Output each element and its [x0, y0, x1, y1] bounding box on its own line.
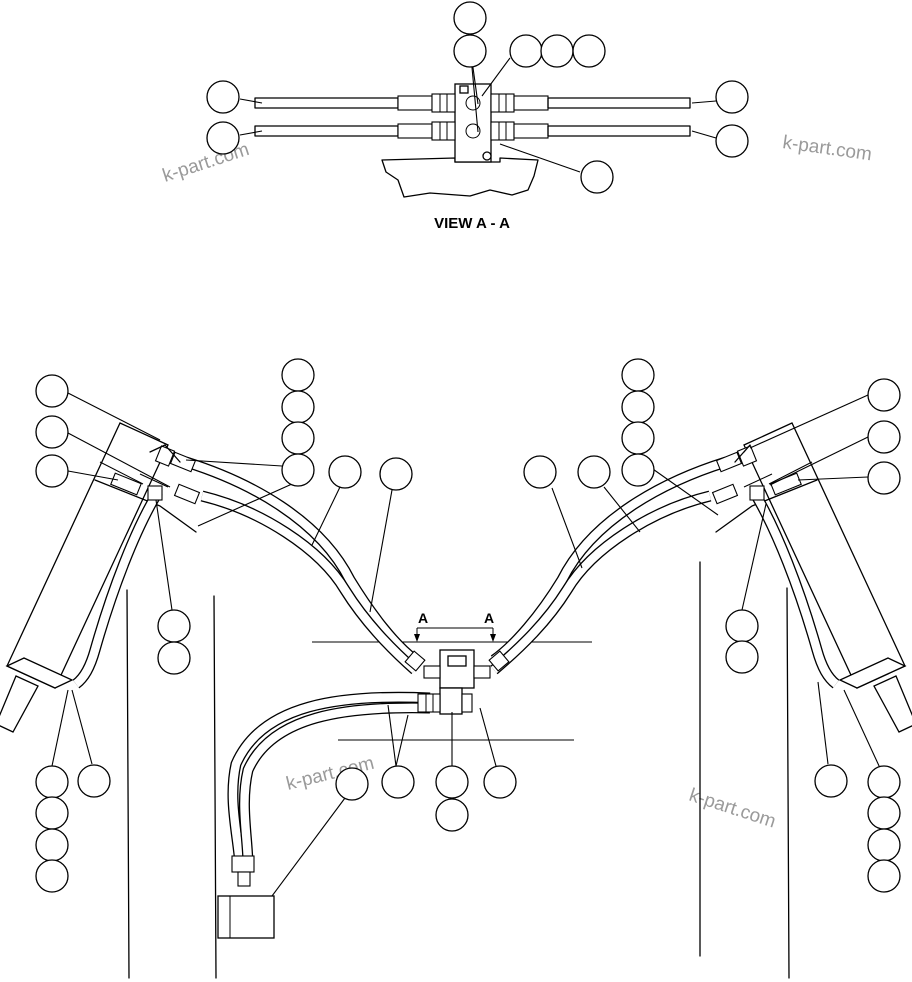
- callout-bubble: [35, 859, 69, 893]
- fitting: [147, 485, 163, 501]
- callout-bubble: [621, 358, 655, 392]
- callout-bubble: [453, 1, 487, 35]
- callout-bubble: [328, 455, 362, 489]
- control-valve: [404, 649, 510, 715]
- fitting: [169, 451, 197, 473]
- view-title: VIEW A - A: [434, 215, 510, 232]
- frame-rail: [213, 595, 217, 979]
- fitting: [715, 451, 743, 473]
- hydraulic-pump: [217, 855, 275, 939]
- frame-rail: [786, 587, 790, 979]
- fitting: [749, 485, 765, 501]
- callout-bubble: [35, 765, 69, 799]
- callout-bubble: [577, 455, 611, 489]
- callout-bubble: [725, 609, 759, 643]
- mount-bolt: [459, 85, 469, 94]
- manifold-block: [454, 83, 492, 163]
- callout-bubble: [453, 34, 487, 68]
- fitting-port: [465, 123, 481, 139]
- hose-left-lower: [254, 121, 456, 141]
- fitting-port: [465, 95, 481, 111]
- callout-bubble: [509, 34, 543, 68]
- callout-bubble: [867, 859, 901, 893]
- callout-bubble: [867, 378, 901, 412]
- callout-bubble: [867, 420, 901, 454]
- section-letter: A: [484, 610, 494, 626]
- callout-bubble: [725, 640, 759, 674]
- view-a-a: VIEW A - A: [254, 83, 691, 232]
- callout-bubble: [621, 390, 655, 424]
- callout-bubble: [381, 765, 415, 799]
- callout-bubble: [281, 453, 315, 487]
- callout-bubble: [281, 390, 315, 424]
- callout-bubble: [335, 767, 369, 801]
- callout-bubble: [35, 828, 69, 862]
- callout-bubble: [867, 828, 901, 862]
- frame-rail: [126, 589, 130, 979]
- main-view: A A: [0, 422, 912, 979]
- callout-bubble: [814, 764, 848, 798]
- callout-bubble: [867, 461, 901, 495]
- callout-bubble: [35, 796, 69, 830]
- callout-bubble: [35, 454, 69, 488]
- callout-bubble: [35, 415, 69, 449]
- lift-cylinder-left: [0, 422, 197, 733]
- watermark: k-part.com: [781, 132, 873, 165]
- callout-bubble: [867, 765, 901, 799]
- callout-bubble: [540, 34, 574, 68]
- callout-bubble: [523, 455, 557, 489]
- hose-left-upper: [254, 93, 456, 113]
- section-marker-a-a: A A: [414, 610, 496, 642]
- callout-bubble: [206, 121, 240, 155]
- callout-bubble: [281, 421, 315, 455]
- fitting: [711, 483, 739, 505]
- callout-bubble: [572, 34, 606, 68]
- callout-bubble: [621, 421, 655, 455]
- callout-bubble: [715, 124, 749, 158]
- mount-bolt: [482, 151, 492, 161]
- watermark: k-part.com: [160, 139, 252, 187]
- callout-bubble: [483, 765, 517, 799]
- callout-bubble: [379, 457, 413, 491]
- callout-bubble: [157, 609, 191, 643]
- callout-bubbles: [35, 1, 901, 893]
- fitting: [237, 871, 251, 887]
- hose-right-lower: [490, 121, 691, 141]
- callout-bubble: [435, 765, 469, 799]
- fitting: [173, 483, 201, 505]
- callout-bubble: [435, 798, 469, 832]
- fitting: [231, 855, 255, 873]
- hose-right-upper: [490, 93, 691, 113]
- callout-bubble: [77, 764, 111, 798]
- callout-bubble: [157, 641, 191, 675]
- mount-bracket: [149, 444, 751, 463]
- section-letter: A: [418, 610, 428, 626]
- callout-bubble: [621, 453, 655, 487]
- callout-bubble: [35, 374, 69, 408]
- callout-bubble: [715, 80, 749, 114]
- callout-bubble: [867, 796, 901, 830]
- callout-bubble: [580, 160, 614, 194]
- callout-bubble: [281, 358, 315, 392]
- callout-bubble: [206, 80, 240, 114]
- frame-fragment: [381, 157, 539, 198]
- fitting: [736, 445, 758, 467]
